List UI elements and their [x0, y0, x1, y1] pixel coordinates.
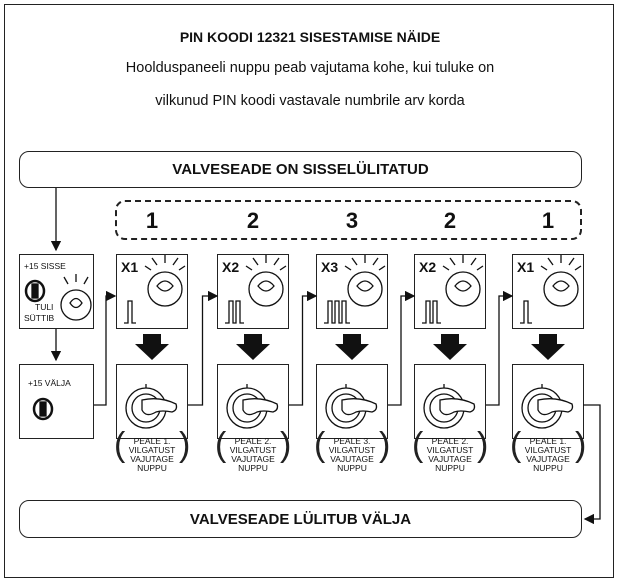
paren-left: (: [510, 426, 522, 464]
blinking-light-button-icon: [442, 255, 484, 307]
blink-count-label: X2: [419, 259, 437, 275]
blink-count-label: X1: [121, 259, 139, 275]
ignition-on-label: +15 SISSE: [24, 261, 66, 271]
paren-right: ): [575, 426, 587, 464]
blinking-light-button-icon-start: [60, 274, 92, 321]
paren-left: (: [114, 426, 126, 464]
step-connector: [486, 290, 514, 406]
caption-line: VILGATUST: [426, 445, 474, 455]
down-arrow-icon: [433, 334, 467, 360]
finger-pressing-button-icon: [125, 384, 178, 429]
finger-pressing-button-icon: [325, 384, 378, 429]
alarm-on-banner: VALVESEADE ON SISSELÜLITATUD: [19, 151, 582, 188]
blink-count-label: X2: [222, 259, 240, 275]
caption-line: VAJUTAGE: [428, 454, 472, 464]
instruction-line-1: Hoolduspaneeli nuppu peab vajutama kohe,…: [125, 60, 495, 76]
down-arrow-icon: [135, 334, 169, 360]
pulse-train-icon: [520, 300, 532, 324]
paren-left: (: [314, 426, 326, 464]
finger-pressing-button-icon: [423, 384, 476, 429]
light-label-1: TULI: [35, 302, 54, 312]
caption-line: PEALE 2.: [234, 436, 272, 446]
blinking-light-button-icon: [245, 255, 287, 307]
caption-line: VILGATUST: [229, 445, 277, 455]
ignition-off-panel: +15 VÄLJA: [19, 364, 94, 439]
light-label-2: SÜTTIB: [24, 313, 55, 323]
blink-count-label: X1: [517, 259, 535, 275]
pin-digit-5: 1: [541, 208, 555, 233]
pin-digit-3: 3: [345, 208, 359, 233]
ignition-key-icon-on: [24, 279, 46, 303]
caption-line: VILGATUST: [128, 445, 176, 455]
paren-left: (: [215, 426, 227, 464]
blinking-light-button-icon: [144, 255, 186, 307]
pulse-train-icon: [124, 300, 136, 324]
caption-line: PEALE 3.: [333, 436, 371, 446]
pin-digit-2: 2: [246, 208, 260, 233]
caption-line: NUPPU: [137, 463, 167, 473]
paren-right: ): [379, 426, 391, 464]
down-arrow-icon: [236, 334, 270, 360]
caption-line: VAJUTAGE: [330, 454, 374, 464]
down-arrow-icon: [335, 334, 369, 360]
paren-right: ): [280, 426, 292, 464]
down-arrow-icon: [531, 334, 565, 360]
caption-line: NUPPU: [435, 463, 465, 473]
caption-line: VAJUTAGE: [130, 454, 174, 464]
finger-pressing-button-icon: [226, 384, 279, 429]
blink-count-label: X3: [321, 259, 339, 275]
diagram-frame: [4, 4, 614, 578]
pin-digit-1: 1: [145, 208, 159, 233]
step-connector: [188, 290, 219, 406]
page-title: PIN KOODI 12321 SISESTAMISE NÄIDE: [179, 29, 441, 45]
caption-line: PEALE 2.: [431, 436, 469, 446]
paren-right: ): [477, 426, 489, 464]
blinking-light-button-icon: [344, 255, 386, 307]
caption-line: NUPPU: [533, 463, 563, 473]
ignition-off-label: +15 VÄLJA: [28, 378, 71, 388]
caption-line: NUPPU: [238, 463, 268, 473]
ignition-key-icon-off: [32, 397, 54, 421]
paren-right: ): [179, 426, 191, 464]
blinking-light-button-icon: [540, 255, 582, 307]
caption-line: VAJUTAGE: [231, 454, 275, 464]
pin-digit-4: 2: [443, 208, 457, 233]
caption-line: VAJUTAGE: [526, 454, 570, 464]
caption-line: VILGATUST: [524, 445, 572, 455]
caption-line: NUPPU: [337, 463, 367, 473]
caption-line: PEALE 1.: [529, 436, 567, 446]
connector-start: [94, 290, 117, 406]
pulse-train-icon: [225, 300, 244, 324]
caption-line: VILGATUST: [328, 445, 376, 455]
finger-pressing-button-icon: [521, 384, 574, 429]
pulse-train-icon: [422, 300, 441, 324]
caption-line: PEALE 1.: [133, 436, 171, 446]
pulse-train-icon: [324, 300, 350, 324]
step-connector: [289, 290, 318, 406]
connector-end: [583, 404, 601, 525]
instruction-line-2: vilkunud PIN koodi vastavale numbrile ar…: [155, 93, 465, 109]
paren-left: (: [412, 426, 424, 464]
step-connector: [388, 290, 416, 406]
alarm-off-banner: VALVESEADE LÜLITUB VÄLJA: [19, 500, 582, 538]
pin-digits-box: [115, 200, 582, 240]
